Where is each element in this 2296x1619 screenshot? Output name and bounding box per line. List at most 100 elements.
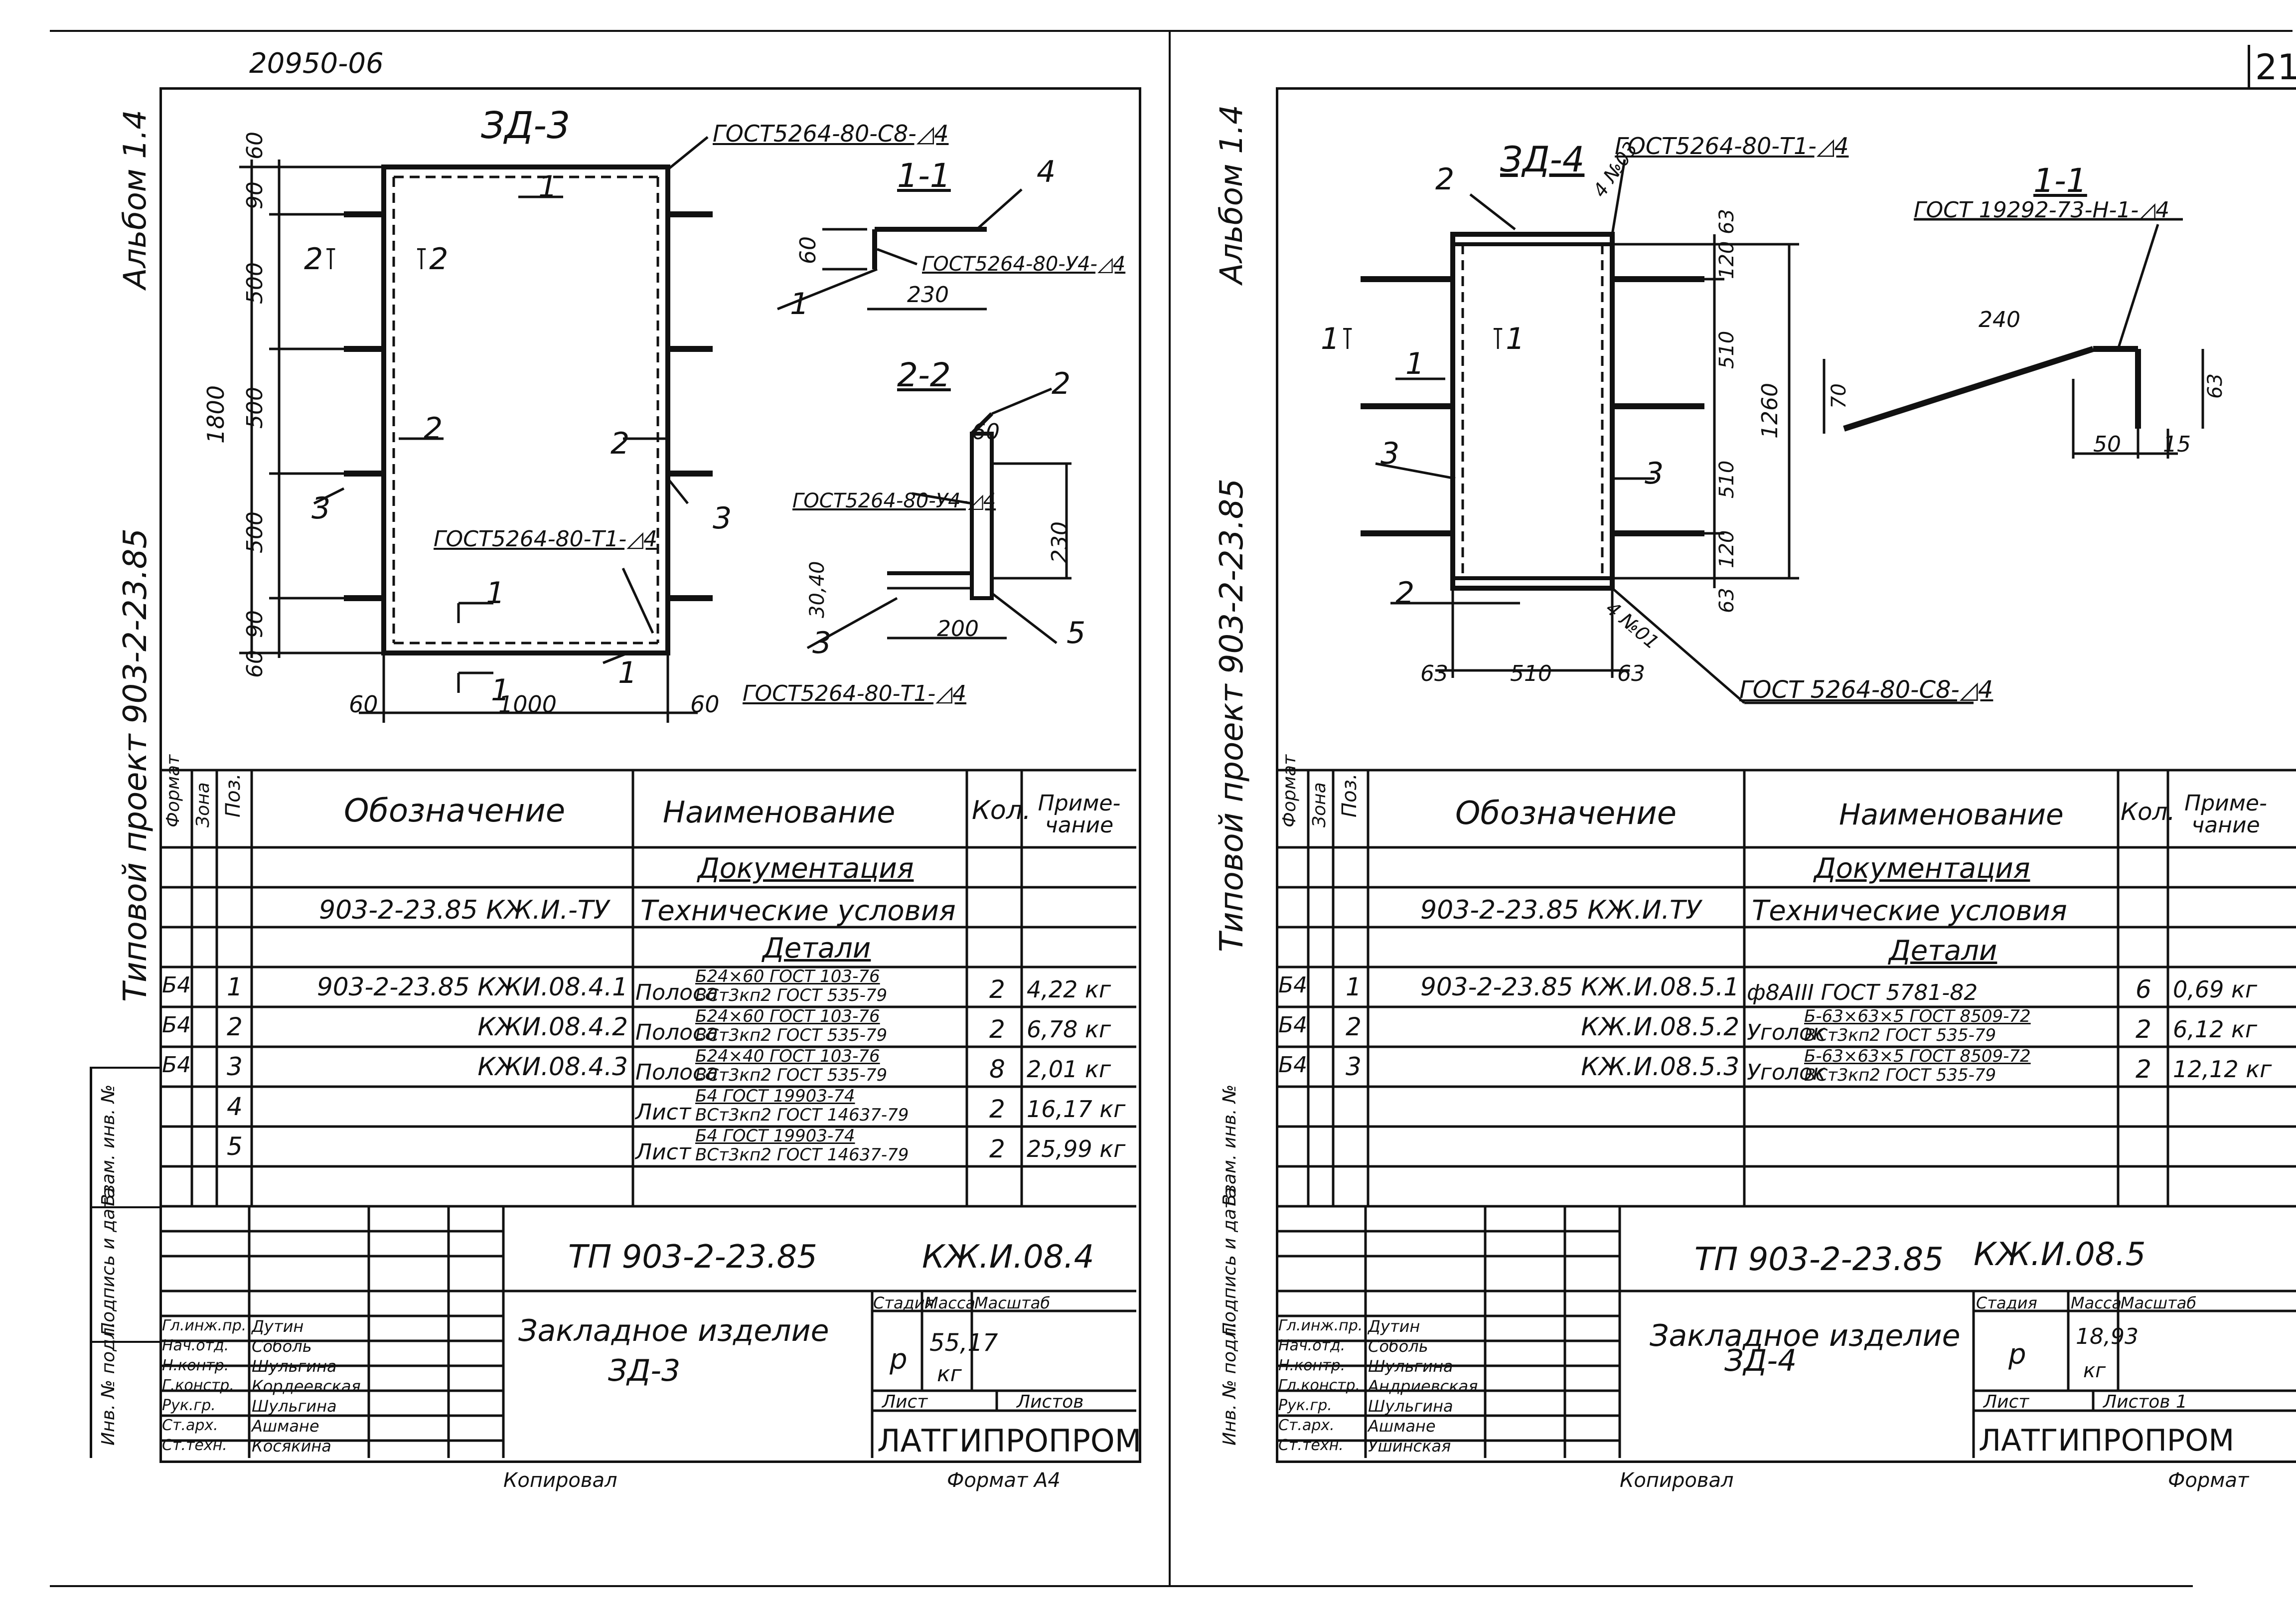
stamp-person-role: Гл.инж.пр. <box>1278 1317 1363 1334</box>
row-spec-top: Б24×40 ГОСТ 103-76 <box>695 1046 880 1066</box>
right-d11-15: 15 <box>2163 432 2191 457</box>
left-stamp-org: ЛАТГИПРОПРОМ <box>877 1423 1142 1459</box>
row-pos: 2 <box>227 1012 243 1041</box>
row-name: Полоса <box>635 1060 719 1085</box>
right-stamp-sheets-h: Листов 1 <box>2103 1392 2187 1412</box>
left-pos-4: 4 <box>1037 155 1056 189</box>
left-stamp-title2: ЗД-3 <box>608 1353 681 1388</box>
right-th-note: Приме-чание <box>2184 791 2267 838</box>
left-title: ЗД-3 <box>481 104 571 147</box>
left-gost-mid: ГОСТ5264-80-Т1-◿4 <box>434 526 658 552</box>
left-section-doc: Документация <box>698 852 914 885</box>
right-stamp-stage-h: Стадия <box>1976 1294 2037 1312</box>
right-dim-h63b: 63 <box>1617 661 1645 686</box>
row-spec-bot: ВСт3кп2 ГОСТ 535-79 <box>695 985 888 1005</box>
left-pos-1b: 1 <box>618 655 637 690</box>
row-qty: 2 <box>989 1134 1005 1163</box>
row-qty: 2 <box>2136 1015 2151 1044</box>
row-designation: 903-2-23.85 КЖ.И.08.5.1 <box>1420 972 1739 1001</box>
right-mark-1a: 1⊺ <box>1321 322 1356 356</box>
stamp-person-name: Соболь <box>252 1337 312 1356</box>
left-stamp-stage-h: Стадия <box>873 1294 934 1312</box>
stamp-person-role: Ст.арх. <box>162 1417 218 1434</box>
stamp-person-role: Г.констр. <box>162 1377 234 1394</box>
row-name: Полоса <box>635 980 719 1005</box>
left-doc-designation: 903-2-23.85 КЖ.И.-ТУ <box>319 895 610 925</box>
left-mark-2b: ⊺2 <box>414 242 449 277</box>
stamp-person-name: Шульгина <box>252 1357 337 1376</box>
row-spec-top: Б-63×63×5 ГОСТ 8509-72 <box>1804 1006 2031 1026</box>
right-d11-50: 50 <box>2093 432 2121 457</box>
row-pos: 5 <box>227 1132 243 1161</box>
left-pos-5: 5 <box>1067 616 1086 650</box>
stamp-person-role: Гл.инж.пр. <box>162 1317 247 1334</box>
right-sec11: 1-1 <box>2033 162 2087 200</box>
left-dim-h60a: 60 <box>349 691 378 718</box>
right-stamp-title2: ЗД-4 <box>1724 1343 1797 1378</box>
left-mark-1b: 1 <box>491 673 510 708</box>
row-pos: 2 <box>1346 1012 1362 1041</box>
row-qty: 2 <box>989 1015 1005 1044</box>
row-name: Полоса <box>635 1020 719 1045</box>
row-name: Уголок <box>1747 1060 1826 1085</box>
right-stamp-format: Формат <box>2168 1469 2249 1492</box>
left-pos-2b: 2 <box>611 426 630 461</box>
stamp-person-name: Соболь <box>1368 1337 1428 1356</box>
row-name: Уголок <box>1747 1020 1826 1045</box>
row-spec-bot: ВСт3кп2 ГОСТ 535-79 <box>1804 1025 1996 1045</box>
stamp-person-role: Н.контр. <box>162 1357 229 1374</box>
stamp-person-role: Нач.отд. <box>1278 1337 1346 1354</box>
row-format: Б4 <box>162 1012 191 1038</box>
stamp-person-role: Ст.арх. <box>1278 1417 1335 1434</box>
left-pos-3b: 3 <box>713 501 732 536</box>
left-pos-2c: 2 <box>1052 366 1071 401</box>
row-pos: 3 <box>1346 1052 1362 1081</box>
row-spec-bot: ВСт3кп2 ГОСТ 535-79 <box>695 1065 888 1085</box>
stamp-person-name: Дутин <box>252 1317 304 1336</box>
row-name: Лист <box>635 1100 691 1125</box>
right-section-doc: Документация <box>1814 852 2030 885</box>
row-spec-top: Б24×60 ГОСТ 103-76 <box>695 1006 880 1026</box>
left-stamp-format: Формат А4 <box>947 1469 1061 1492</box>
right-stamp-org: ЛАТГИПРОПРОМ <box>1979 1423 2235 1458</box>
row-qty: 2 <box>989 975 1005 1004</box>
stamp-person-role: Рук.гр. <box>162 1397 216 1414</box>
left-stamp-mark: КЖ.И.08.4 <box>922 1239 1094 1276</box>
left-section-parts: Детали <box>763 932 871 965</box>
row-designation: 903-2-23.85 КЖИ.08.4.1 <box>316 972 628 1001</box>
row-note: 6,78 кг <box>1027 1016 1111 1043</box>
row-qty: 2 <box>989 1095 1005 1124</box>
right-section-parts: Детали <box>1889 935 1997 967</box>
right-th-qty: Кол. <box>2121 798 2175 826</box>
right-pos-1: 1 <box>1405 346 1425 381</box>
left-sec11: 1-1 <box>897 157 951 195</box>
left-mark-1a: 1 <box>486 576 505 611</box>
left-doc-name: Технические условия <box>640 895 956 927</box>
left-stamp-sheets-h: Листов <box>1017 1392 1084 1412</box>
left-d11-230: 230 <box>907 282 949 308</box>
row-name: ф8АIII ГОСТ 5781-82 <box>1747 980 1978 1005</box>
right-stamp-mark: КЖ.И.08.5 <box>1974 1236 2146 1273</box>
doc-number: 20950-06 <box>249 47 384 80</box>
left-gost-22b: ГОСТ5264-80-Т1-◿4 <box>743 681 967 706</box>
stamp-person-name: Дутин <box>1368 1317 1420 1336</box>
row-designation: КЖИ.08.4.2 <box>477 1012 628 1041</box>
right-stamp-code: ТП 903-2-23.85 <box>1694 1241 1944 1278</box>
left-stamp-mass-unit: кг <box>937 1361 962 1387</box>
row-name: Лист <box>635 1139 691 1165</box>
row-format: Б4 <box>1278 1052 1308 1078</box>
left-d22-200: 200 <box>937 616 979 642</box>
left-pos-1a: 1 <box>538 169 558 204</box>
right-gost-top: ГОСТ5264-80-Т1-◿4 <box>1615 133 1849 160</box>
row-format: Б4 <box>162 1052 191 1078</box>
right-stamp-copied: Копировал <box>1620 1469 1734 1492</box>
stamp-person-name: Шульгина <box>252 1397 337 1416</box>
row-note: 2,01 кг <box>1027 1056 1111 1083</box>
stamp-person-name: Шульгина <box>1368 1397 1453 1416</box>
left-pos-1c: 1 <box>790 287 809 322</box>
center-divider <box>1169 30 1171 1585</box>
right-th-format: Формат <box>1279 754 1300 827</box>
